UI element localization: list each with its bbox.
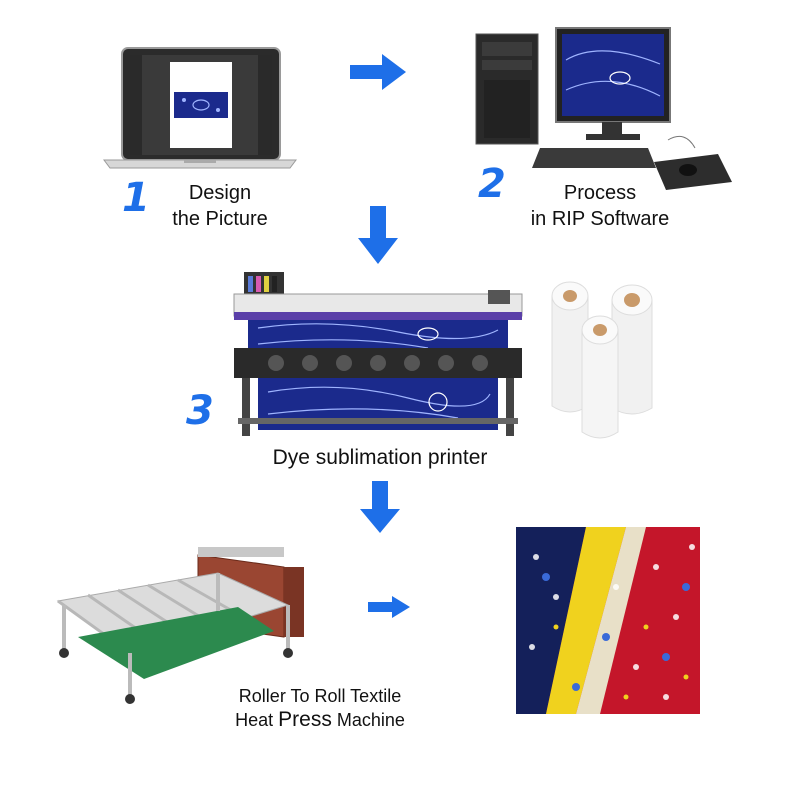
step-4-caption: Roller To Roll Textile Heat Press Machin… bbox=[215, 684, 425, 732]
step-4-caption-line1: Roller To Roll Textile bbox=[238, 686, 402, 706]
laptop-illustration bbox=[103, 47, 297, 169]
right-arrow-icon bbox=[368, 596, 410, 618]
step-1-caption-line2: the Picture bbox=[172, 208, 268, 230]
step-2-caption-line1: Process bbox=[563, 182, 637, 204]
desktop-computer-illustration bbox=[475, 27, 732, 190]
down-arrow-icon bbox=[358, 206, 398, 264]
step-2-caption-line2: in RIP Software bbox=[530, 208, 670, 230]
step-2-caption: Process in RIP Software bbox=[500, 180, 700, 232]
down-arrow-icon bbox=[360, 481, 400, 533]
step-number-1: 1 bbox=[122, 175, 150, 221]
step-1-caption: Design the Picture bbox=[150, 180, 290, 232]
step-number-2: 2 bbox=[478, 161, 506, 207]
step-4-caption-line2: Heat Press Machine bbox=[215, 708, 425, 732]
roller-heat-press-machine-illustration bbox=[56, 547, 304, 704]
dye-sublimation-printer-illustration bbox=[233, 272, 523, 436]
right-arrow-icon bbox=[350, 54, 406, 90]
printed-fabric-result-image bbox=[516, 527, 700, 714]
step-4-caption-machine: Machine bbox=[336, 710, 405, 730]
step-1-caption-line1: Design bbox=[188, 182, 252, 204]
step-3-caption: Dye sublimation printer bbox=[230, 445, 530, 471]
step-4-caption-press: Press bbox=[278, 708, 332, 731]
sublimation-paper-rolls-illustration bbox=[551, 281, 653, 439]
step-3-caption-line1: Dye sublimation printer bbox=[272, 446, 488, 469]
step-4-caption-heat: Heat bbox=[235, 710, 274, 730]
step-number-3: 3 bbox=[186, 388, 214, 434]
